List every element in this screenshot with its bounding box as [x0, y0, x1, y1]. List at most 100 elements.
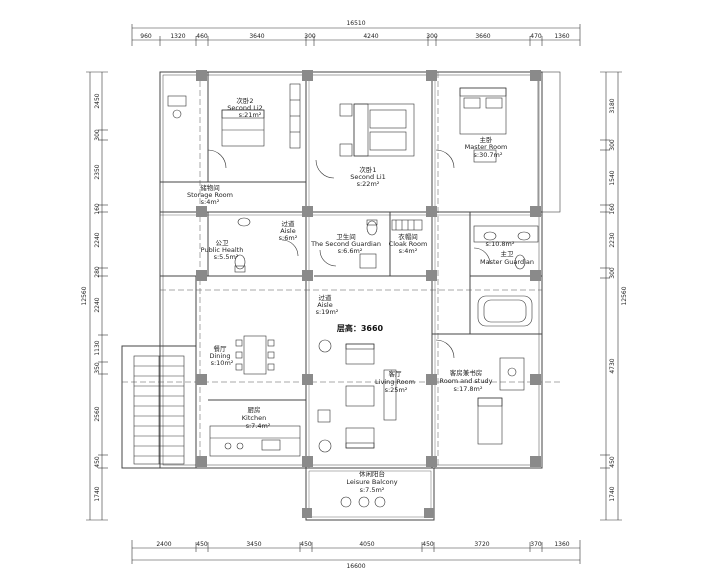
dim-right-6: 4730: [609, 358, 616, 373]
room-label-cn: 主卧: [480, 135, 494, 144]
right-dimensions: 12560 3180 300 1540 160 2230 300 4730 45…: [609, 98, 628, 501]
room-label-cn: 次卧1: [359, 165, 376, 174]
room-area: s:7.5m²: [360, 486, 385, 494]
room-label-en: Master Guardian: [480, 258, 534, 266]
room-label-cn: 过道: [319, 293, 333, 302]
room-aisle-main: 过道 Aisle s:19m²: [316, 293, 339, 316]
room-kitchen: 厨房 Kitchen s:7.4m²: [242, 405, 271, 430]
room-guest-study: 客房兼书房 Room and study s:17.8m²: [440, 368, 493, 393]
dim-bottom-1: 450: [196, 541, 208, 548]
room-label-cn: 客房兼书房: [450, 368, 483, 377]
dim-bottom-7: 370: [530, 541, 542, 548]
dim-right-5: 300: [609, 267, 616, 279]
dim-top-total: 16510: [346, 20, 365, 27]
dim-left-8: 350: [94, 362, 101, 374]
dim-bottom-8: 1360: [554, 541, 569, 548]
room-public-health: 公卫 Public Health s:5.5m²: [201, 239, 244, 261]
dim-left-4: 2240: [94, 232, 101, 247]
dim-top-0: 960: [140, 33, 152, 40]
room-label-en: Second Li1: [350, 173, 386, 181]
room-storage-room: 储物间 Storage Room s:4m²: [187, 183, 233, 206]
dim-left-0: 2450: [94, 93, 101, 108]
room-area: s:6.6m²: [338, 247, 363, 255]
dim-top-1: 1320: [170, 33, 185, 40]
dim-left-11: 1740: [94, 486, 101, 501]
room-second-bedroom-2: 次卧2 Second Li2 s:21m²: [227, 96, 263, 119]
room-label-en: Public Health: [201, 246, 244, 254]
room-label-en: Aisle: [317, 301, 332, 309]
dim-right-0: 3180: [609, 98, 616, 113]
room-area: s:5.5m²: [214, 253, 239, 261]
room-label-cn: 餐厅: [214, 344, 228, 353]
room-area: s:6m²: [279, 234, 298, 242]
dim-top-7: 3660: [475, 33, 490, 40]
room-label-cn: 次卧2: [236, 96, 253, 105]
dim-left-total: 12560: [81, 286, 88, 305]
dim-top-3: 3640: [249, 33, 264, 40]
room-label-cn: 公卫: [216, 239, 230, 247]
room-label-en: Cloak Room: [389, 240, 428, 248]
room-master-guardian: 主卫 Master Guardian s:10.8m²: [480, 240, 534, 266]
dim-bottom-6: 3720: [474, 541, 489, 548]
room-cloak-room: 衣帽间 Cloak Room s:4m²: [389, 232, 428, 255]
room-label-en: Kitchen: [242, 414, 266, 422]
room-label-cn: 休闲阳台: [359, 469, 385, 478]
room-label-en: Living Room: [375, 378, 415, 386]
dim-bottom-3: 450: [300, 541, 312, 548]
dim-left-1: 300: [94, 129, 101, 141]
dim-left-2: 2350: [94, 164, 101, 179]
dim-top-9: 1360: [554, 33, 569, 40]
room-label-cn: 客厅: [389, 369, 403, 378]
dim-right-4: 2230: [609, 232, 616, 247]
bottom-dimensions: 2400 450 3450 450 4050 450 3720 370 1360…: [156, 541, 569, 570]
room-label-cn: 卫生间: [336, 232, 356, 241]
room-second-bedroom-1: 次卧1 Second Li1 s:22m²: [350, 165, 386, 188]
room-dining: 餐厅 Dining s:10m²: [210, 344, 234, 367]
dim-left-6: 2240: [94, 297, 101, 312]
dim-right-1: 300: [609, 139, 616, 151]
dim-bottom-5: 450: [422, 541, 434, 548]
room-label-en: Room and study: [440, 377, 493, 385]
dim-left-5: 280: [94, 266, 101, 278]
room-label-cn: 衣帽间: [398, 232, 418, 241]
room-area: s:22m²: [357, 180, 380, 188]
dim-left-7: 1130: [94, 340, 101, 355]
dim-bottom-4: 4050: [359, 541, 374, 548]
room-area: s:25m²: [385, 386, 408, 394]
dim-left-10: 450: [94, 456, 101, 468]
left-dimensions: 12560 2450 300 2350 160 2240 280 2240 11…: [81, 93, 101, 501]
dim-bottom-2: 3450: [246, 541, 261, 548]
room-area: s:10m²: [211, 359, 234, 367]
dim-bottom-total: 16600: [346, 563, 365, 570]
axis-lines: [122, 72, 560, 468]
room-label-en: Second Li2: [227, 104, 263, 112]
room-area: s:30.7m²: [474, 151, 503, 159]
room-label-cn: 过道: [282, 219, 296, 228]
room-label-en: Dining: [210, 352, 231, 360]
dim-top-8: 470: [530, 33, 542, 40]
room-label-cn: 储物间: [200, 183, 220, 192]
dim-right-7: 450: [609, 456, 616, 468]
room-leisure-balcony: 休闲阳台 Leisure Balcony s:7.5m²: [346, 469, 397, 494]
top-dimensions: 16510 960 1320 460 3640 300 4240 300 366…: [140, 20, 570, 40]
dim-top-4: 300: [304, 33, 316, 40]
dim-left-9: 2560: [94, 406, 101, 421]
dim-right-2: 1540: [609, 170, 616, 185]
room-label-en: Master Room: [465, 143, 508, 151]
dim-right-total: 12560: [621, 286, 628, 305]
dim-top-5: 4240: [363, 33, 378, 40]
room-label-en: Aisle: [280, 227, 295, 235]
room-area: s:17.8m²: [454, 385, 483, 393]
dim-top-2: 460: [196, 33, 208, 40]
room-label-en: Leisure Balcony: [346, 478, 397, 486]
room-label-en: The Second Guardian: [310, 240, 381, 248]
columns: [196, 70, 541, 518]
room-area: s:10.8m²: [486, 240, 515, 248]
dimension-lines: [86, 24, 622, 564]
room-label-cn: 厨房: [248, 405, 261, 414]
room-aisle-upper: 过道 Aisle s:6m²: [279, 219, 298, 242]
room-label-cn: 主卫: [501, 249, 515, 258]
furniture: [133, 83, 539, 508]
room-area: s:7.4m²: [246, 422, 271, 430]
